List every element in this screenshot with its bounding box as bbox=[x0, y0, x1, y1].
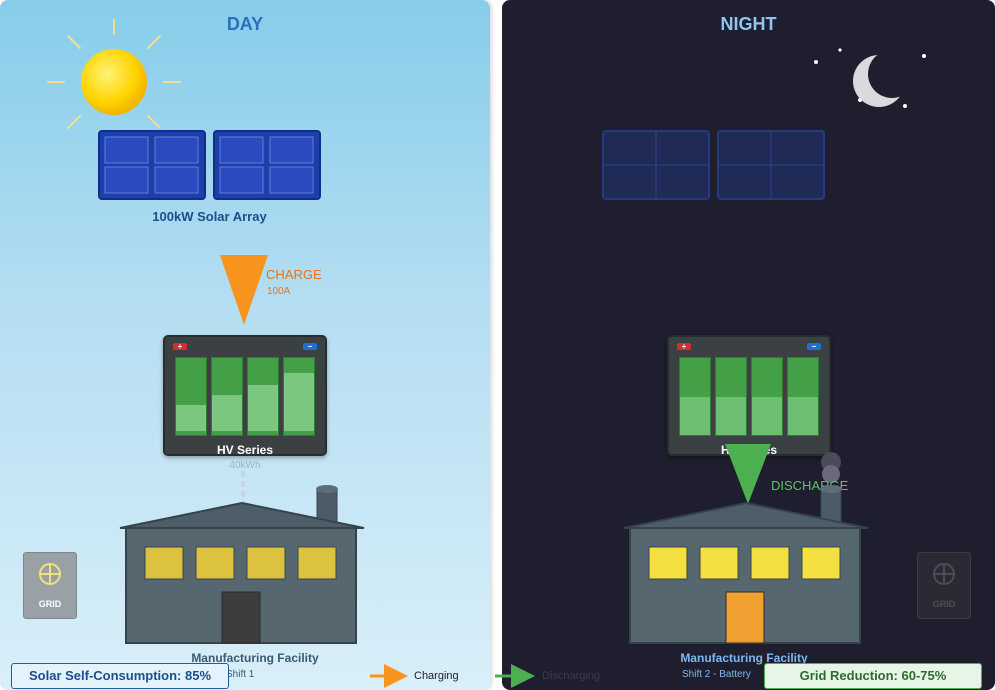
battery-cell bbox=[211, 357, 243, 436]
solar-panel-icon bbox=[98, 130, 206, 200]
battery-connector bbox=[241, 471, 245, 505]
battery-cell bbox=[715, 357, 747, 436]
factory-icon bbox=[623, 485, 869, 644]
discharging-legend-icon bbox=[495, 664, 535, 688]
grid-box: GRID bbox=[23, 552, 77, 619]
battery-cell bbox=[175, 357, 207, 436]
battery-cell bbox=[247, 357, 279, 436]
battery-negative-terminal: − bbox=[807, 343, 821, 351]
battery-label: HV Series bbox=[216, 443, 274, 457]
solar-panel-icon bbox=[717, 130, 825, 200]
facility-shift: Shift 2 - Battery bbox=[682, 669, 751, 680]
solar-array-label: 100kW Solar Array bbox=[152, 209, 267, 224]
facility-shift: Shift 1 bbox=[226, 669, 255, 680]
grid-icon bbox=[39, 563, 61, 585]
battery: + − bbox=[163, 335, 327, 456]
battery-cell bbox=[283, 357, 315, 436]
solar-self-consumption-badge: Solar Self-Consumption: 85% bbox=[11, 663, 229, 689]
battery-cell bbox=[751, 357, 783, 436]
moon-icon bbox=[814, 48, 926, 108]
battery-positive-terminal: + bbox=[173, 343, 187, 351]
sun-icon bbox=[47, 19, 181, 145]
charge-current: 100A bbox=[267, 286, 291, 297]
factory-icon bbox=[119, 485, 365, 644]
charging-legend-icon bbox=[370, 664, 408, 688]
battery-cell bbox=[679, 357, 711, 436]
battery-cell-level bbox=[248, 385, 278, 431]
battery-cell-level bbox=[176, 405, 206, 431]
grid-label: GRID bbox=[38, 599, 62, 609]
battery-capacity: 40kWh bbox=[229, 460, 261, 471]
discharging-legend-label: Discharging bbox=[542, 670, 601, 682]
battery-cell bbox=[787, 357, 819, 436]
day-title: DAY bbox=[226, 14, 264, 34]
charging-legend-label: Charging bbox=[414, 670, 459, 682]
smoke-icon bbox=[821, 452, 841, 483]
night-title: NIGHT bbox=[720, 14, 777, 34]
battery-negative-terminal: − bbox=[303, 343, 317, 351]
battery-cell-level bbox=[212, 395, 242, 431]
grid-icon bbox=[933, 563, 955, 585]
grid-box: GRID bbox=[917, 552, 971, 619]
grid-label: GRID bbox=[932, 599, 956, 609]
battery: + − bbox=[667, 335, 831, 456]
discharge-arrow-icon bbox=[725, 444, 771, 504]
night-panel: NIGHT + − HV Series DISCHARGE bbox=[502, 0, 995, 690]
charge-arrow-icon bbox=[220, 255, 268, 325]
facility-label: Manufacturing Facility bbox=[680, 651, 808, 665]
charge-label: CHARGE bbox=[266, 267, 322, 282]
battery-positive-terminal: + bbox=[677, 343, 691, 351]
battery-cell-level bbox=[284, 373, 314, 431]
solar-panel-icon bbox=[213, 130, 321, 200]
day-panel: DAY bbox=[0, 0, 490, 690]
grid-reduction-badge: Grid Reduction: 60-75% bbox=[764, 663, 982, 689]
solar-panel-icon bbox=[602, 130, 710, 200]
facility-label: Manufacturing Facility bbox=[191, 651, 319, 665]
